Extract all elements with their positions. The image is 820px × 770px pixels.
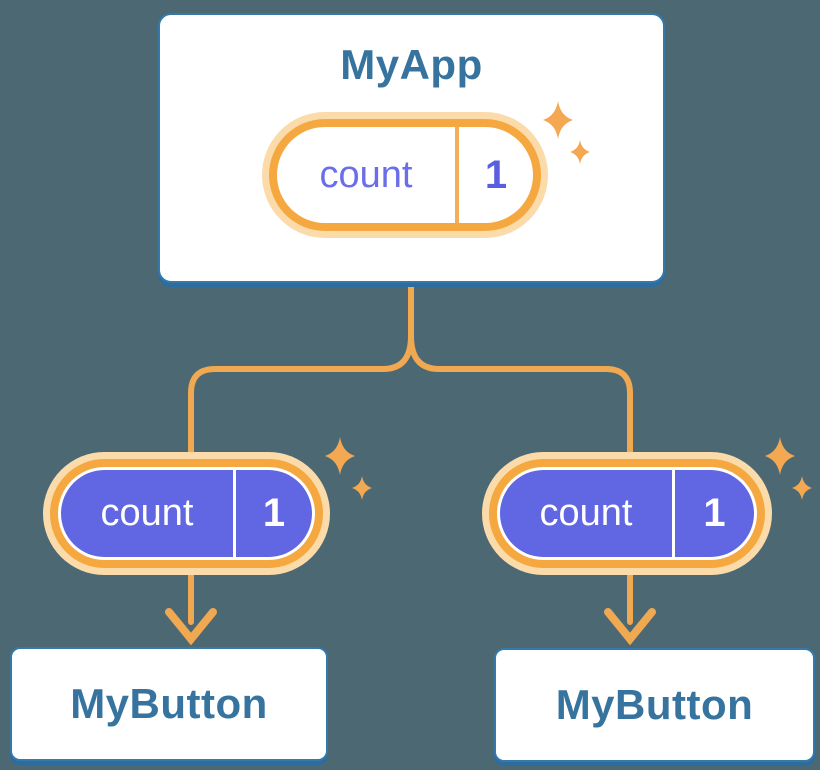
state-label: count: [100, 492, 194, 534]
right-state-pill: count 1: [482, 452, 772, 575]
right-button-card: MyButton: [494, 648, 815, 762]
button-title: MyButton: [555, 681, 754, 728]
left-arrow-down-icon: [165, 608, 217, 646]
pill-ring: count 1: [269, 119, 541, 231]
root-state-pill: count 1: [262, 112, 548, 238]
sparkle-icon: [765, 437, 812, 500]
sparkle-icon: [543, 101, 590, 164]
pill-divider: [233, 470, 236, 557]
state-value: 1: [703, 491, 726, 535]
left-state-pill: count 1: [43, 452, 330, 575]
pill-body: count 1: [58, 467, 315, 560]
state-label: count: [319, 153, 413, 196]
app-title: MyApp: [340, 41, 483, 88]
pill-body: count 1: [497, 467, 757, 560]
left-branch-line: [188, 333, 414, 625]
pill-ring: count 1: [50, 459, 323, 568]
pill-divider: [455, 127, 459, 223]
pill-divider: [672, 470, 675, 557]
app-card: MyApp count 1: [158, 13, 665, 283]
button-title: MyButton: [70, 680, 268, 727]
sparkle-icon: [325, 437, 372, 500]
state-value: 1: [262, 491, 286, 535]
right-arrow-down-icon: [604, 608, 656, 646]
pill-ring: count 1: [489, 459, 765, 568]
state-fill: count 1: [500, 470, 754, 557]
pill-body: count 1: [277, 127, 533, 223]
state-fill: count 1: [61, 470, 312, 557]
state-label: count: [539, 492, 633, 534]
state-value: 1: [484, 152, 508, 197]
left-button-card: MyButton: [10, 647, 328, 761]
right-branch-line: [408, 333, 633, 625]
